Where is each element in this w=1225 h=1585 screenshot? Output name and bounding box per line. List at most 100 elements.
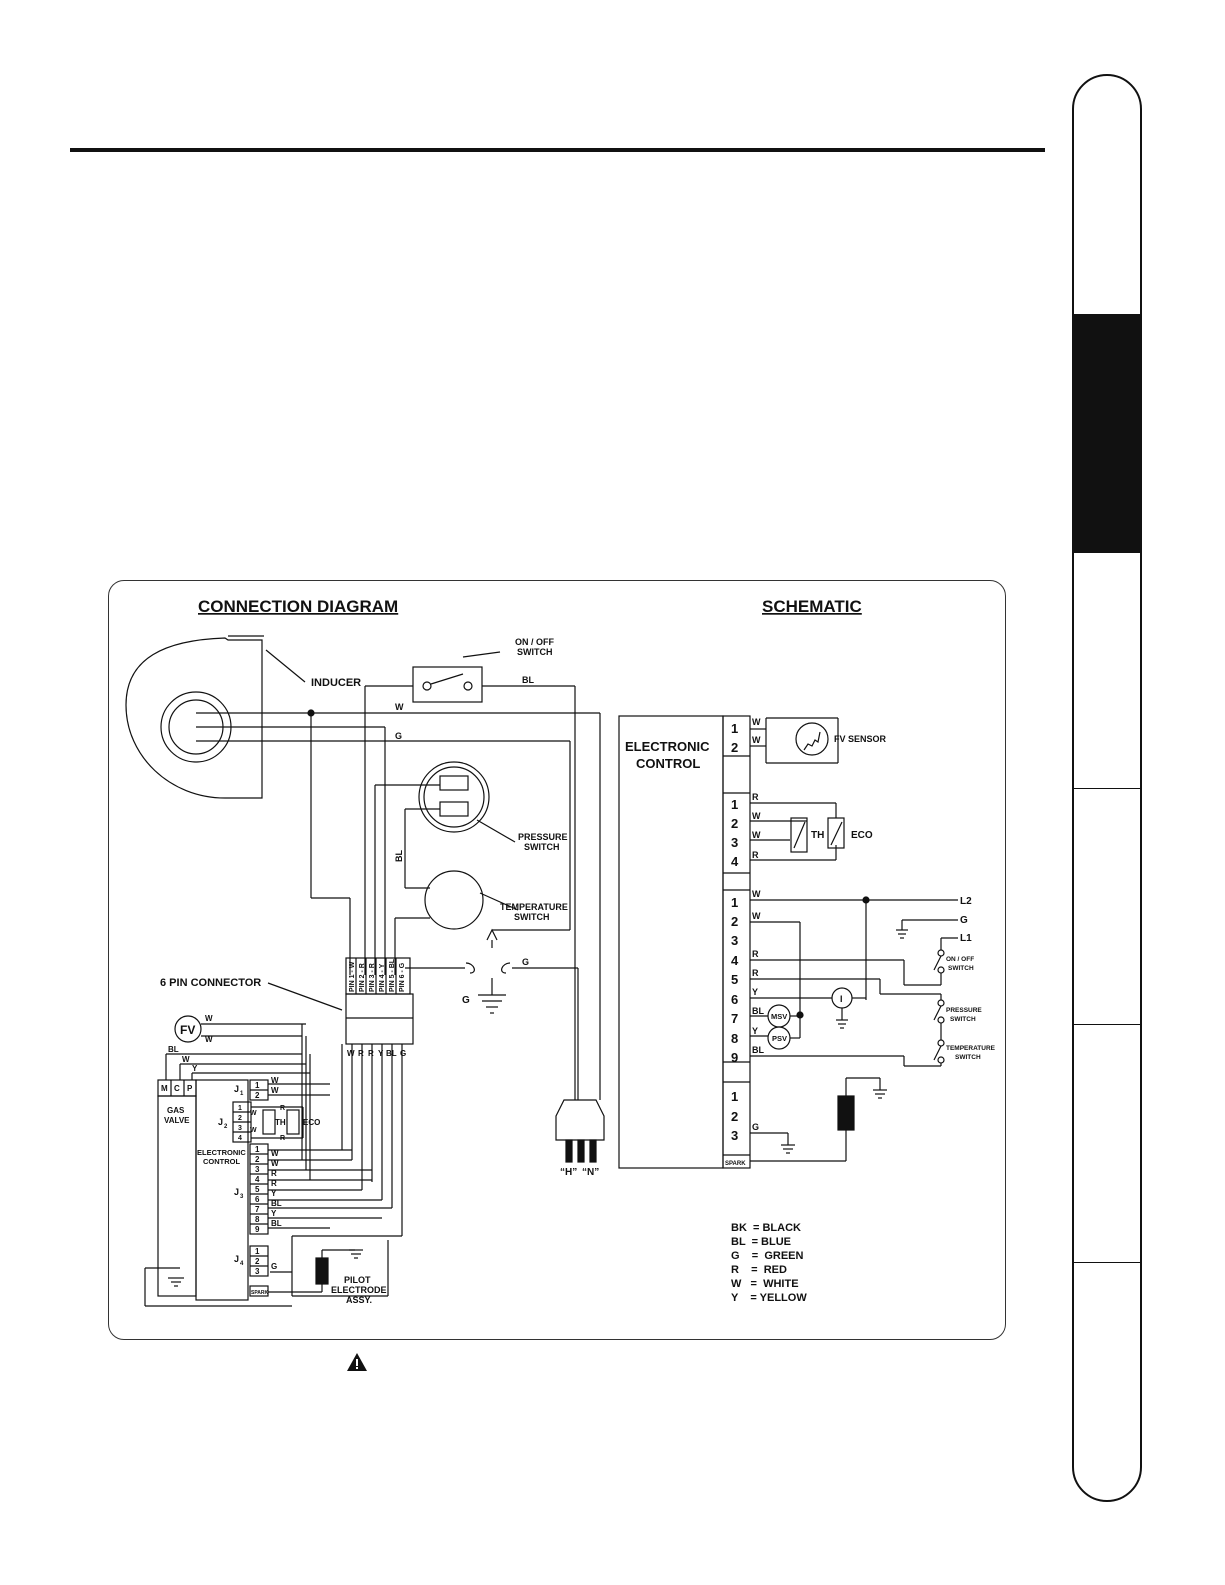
connector-wire-3: R bbox=[368, 1049, 374, 1058]
sch-j4-wire-g: G bbox=[752, 1122, 759, 1132]
j2-pin-4: 4 bbox=[238, 1135, 242, 1142]
j3-wire-5: Y bbox=[271, 1189, 277, 1198]
j3-sub: 3 bbox=[240, 1194, 244, 1200]
sch-j3-pin-6: 6 bbox=[731, 992, 738, 1007]
gas-valve-label-2: VALVE bbox=[164, 1116, 190, 1125]
sch-onoff-label-2: SWITCH bbox=[948, 965, 974, 972]
sch-j3-wire-2: W bbox=[752, 911, 761, 921]
spark-terminal-label: SPARK bbox=[251, 1290, 269, 1296]
j3-wire-2: W bbox=[271, 1159, 279, 1168]
j3-pin-6: 6 bbox=[255, 1195, 260, 1204]
pilot-electrode bbox=[315, 1257, 329, 1285]
igniter-label: I bbox=[840, 994, 843, 1004]
j3-wire-6: BL bbox=[271, 1199, 282, 1208]
gas-valve-label-1: GAS bbox=[167, 1106, 185, 1115]
temperature-switch-label-1: TEMPERATURE bbox=[500, 902, 568, 912]
gv-terminal-m: M bbox=[161, 1084, 168, 1093]
fv-sensor bbox=[174, 1015, 202, 1043]
j4-pin-2: 2 bbox=[255, 1257, 260, 1266]
pin-1-label: PIN 1 - W bbox=[349, 961, 356, 992]
gv-wire-w: W bbox=[182, 1055, 190, 1064]
connector-wire-6: G bbox=[400, 1049, 406, 1058]
sch-j3-pin-7: 7 bbox=[731, 1011, 738, 1026]
j4-sub: 4 bbox=[240, 1261, 244, 1267]
j1-label: J bbox=[234, 1084, 239, 1094]
pressure-switch-label-2: SWITCH bbox=[524, 842, 560, 852]
sch-j2-pin-4: 4 bbox=[731, 854, 739, 869]
ec-small-label-2: CONTROL bbox=[203, 1157, 240, 1166]
fv-label: FV bbox=[180, 1023, 195, 1037]
sch-j3-wire-5: R bbox=[752, 968, 759, 978]
electronic-control-small bbox=[195, 1079, 249, 1301]
sch-pressure-label-1: PRESSURE bbox=[946, 1007, 982, 1014]
j4-label: J bbox=[234, 1254, 239, 1264]
pin-3-label: PIN 3 - R bbox=[369, 963, 376, 992]
sch-j3-wire-6: Y bbox=[752, 987, 758, 997]
j2-pin-2: 2 bbox=[238, 1115, 242, 1122]
ground-label: G bbox=[462, 995, 470, 1006]
inducer-housing bbox=[125, 637, 263, 799]
pin-4-label: PIN 4 - Y bbox=[379, 963, 386, 992]
sch-j3-pin-1: 1 bbox=[731, 895, 738, 910]
onoff-label-2: SWITCH bbox=[517, 647, 553, 657]
sch-j2-pin-3: 3 bbox=[731, 835, 738, 850]
j3-wire-7: Y bbox=[271, 1209, 277, 1218]
legend-y: Y = YELLOW bbox=[731, 1292, 807, 1304]
connector-wire-4: Y bbox=[378, 1049, 384, 1058]
wire-label-g: G bbox=[395, 731, 402, 741]
power-plug bbox=[555, 1099, 605, 1141]
sch-fv-wire-1: W bbox=[752, 717, 761, 727]
sch-j4-pin-1: 1 bbox=[731, 1089, 738, 1104]
j3-label: J bbox=[234, 1187, 239, 1197]
temperature-switch-label-2: SWITCH bbox=[514, 912, 550, 922]
warning-icon bbox=[347, 1353, 367, 1371]
gv-terminal-p: P bbox=[187, 1084, 193, 1093]
temperature-switch bbox=[424, 870, 484, 930]
schematic-pilot-electrode bbox=[837, 1095, 855, 1131]
sch-j2-wire-4: R bbox=[752, 850, 759, 860]
sch-j3-wire-1: W bbox=[752, 889, 761, 899]
schematic-ec-label-2: CONTROL bbox=[636, 756, 700, 771]
sch-j3-pin-3: 3 bbox=[731, 933, 738, 948]
j2-wire-r1: R bbox=[280, 1105, 285, 1112]
j3-pin-3: 3 bbox=[255, 1165, 260, 1174]
legend-bk: BK = BLACK bbox=[731, 1222, 801, 1234]
onoff-label-1: ON / OFF bbox=[515, 637, 554, 647]
j1-pin-1: 1 bbox=[255, 1081, 260, 1090]
j3-pin-8: 8 bbox=[255, 1215, 260, 1224]
j2-pin-3: 3 bbox=[238, 1125, 242, 1132]
j2-eco-label: ECO bbox=[303, 1118, 320, 1127]
j3-pin-4: 4 bbox=[255, 1175, 260, 1184]
j1-pin-2: 2 bbox=[255, 1091, 260, 1100]
l2-label: L2 bbox=[960, 896, 972, 907]
section-tab-divider bbox=[1074, 1262, 1140, 1263]
sch-j1-pin-2: 2 bbox=[731, 740, 738, 755]
ec-small-label-1: ELECTRONIC bbox=[197, 1148, 246, 1157]
j1-wire-w2: W bbox=[271, 1086, 279, 1095]
sch-j4-pin-3: 3 bbox=[731, 1128, 738, 1143]
sch-fv-wire-2: W bbox=[752, 735, 761, 745]
j2-wire-w1: W bbox=[250, 1110, 257, 1117]
six-pin-connector bbox=[345, 993, 414, 1045]
sch-j3-pin-2: 2 bbox=[731, 914, 738, 929]
connector-wire-2: R bbox=[358, 1049, 364, 1058]
sch-temperature-label-1: TEMPERATURE bbox=[946, 1045, 996, 1052]
section-tab-divider bbox=[1074, 552, 1140, 553]
inducer-label: INDUCER bbox=[311, 677, 361, 689]
pin-5-label: PIN 5 - BL bbox=[389, 958, 396, 992]
l1-label: L1 bbox=[960, 933, 972, 944]
sch-j2-pin-1: 1 bbox=[731, 797, 738, 812]
j3-terminal-block bbox=[249, 1143, 269, 1235]
pilot-label-1: PILOT bbox=[344, 1275, 371, 1285]
legend-bl: BL = BLUE bbox=[731, 1236, 791, 1248]
sch-j1-pin-1: 1 bbox=[731, 721, 738, 736]
sch-j4-pin-2: 2 bbox=[731, 1109, 738, 1124]
j3-pin-5: 5 bbox=[255, 1185, 260, 1194]
sch-g-label: G bbox=[960, 915, 968, 926]
pin-6-label: PIN 6 - G bbox=[399, 962, 406, 992]
j3-wire-8: BL bbox=[271, 1219, 282, 1228]
j4-wire-g: G bbox=[271, 1262, 277, 1271]
schematic-ec-label-1: ELECTRONIC bbox=[625, 739, 710, 754]
active-section-tab[interactable] bbox=[1074, 314, 1140, 552]
